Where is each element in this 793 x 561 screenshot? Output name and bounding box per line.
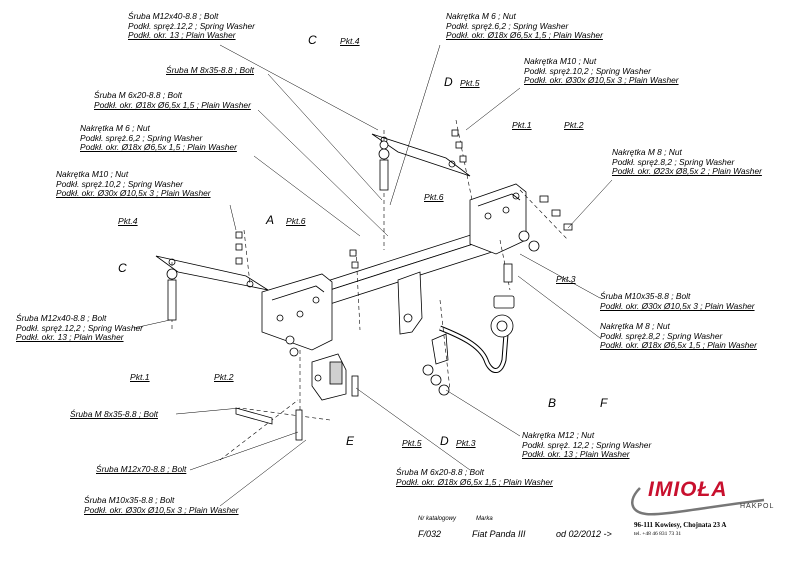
label-screw-m8x35-top: Śruba M 8x35-8.8 ; Bolt (166, 65, 254, 75)
label-screw-m12x70-bottom: Śruba M12x70-8.8 ; Bolt (96, 464, 187, 474)
point-6-right: Pkt.6 (424, 192, 444, 202)
point-4-left: Pkt.4 (118, 216, 138, 226)
letter-d-bottom: D (440, 434, 449, 448)
company-logo-mark (631, 487, 765, 516)
brand-label: Marka (476, 516, 493, 522)
company-sub: HAKPOL (740, 503, 775, 510)
fasteners (166, 129, 573, 441)
letter-d-top: D (444, 75, 453, 89)
letter-e: E (346, 434, 355, 448)
tow-ball (431, 295, 515, 373)
letter-a: A (266, 213, 275, 227)
electrical-socket-plate (311, 353, 347, 401)
point-5-bottom: Pkt.5 (402, 438, 422, 448)
point-1-top: Pkt.1 (512, 120, 532, 130)
company-address: 96-111 Kowiesy, Chojnata 23 A (634, 521, 727, 529)
right-side-bracket (371, 133, 527, 255)
letter-b: B (548, 396, 557, 410)
letter-c-top: C (308, 33, 317, 47)
letter-f: F (600, 396, 608, 410)
point-4-top: Pkt.4 (340, 36, 360, 46)
letter-c-left: C (118, 261, 127, 275)
point-3-bottom: Pkt.3 (456, 438, 476, 448)
point-2-top: Pkt.2 (564, 120, 584, 130)
point-5-top: Pkt.5 (460, 78, 480, 88)
company-name: IMIOŁA (648, 478, 728, 501)
car-model: Fiat Panda III (472, 529, 526, 539)
hitch-mount-plate (397, 271, 423, 335)
label-screw-m8x35-left: Śruba M 8x35-8.8 ; Bolt (70, 409, 158, 419)
company-phone: tel. +48 46 831 73 31 (634, 531, 682, 537)
left-side-bracket (155, 255, 333, 351)
point-2-left: Pkt.2 (214, 372, 234, 382)
leader-lines (133, 44, 613, 507)
point-3-right: Pkt.3 (556, 274, 576, 284)
catalog-number: F/032 (418, 529, 442, 539)
catalog-number-label: Nr katalogowy (418, 516, 457, 522)
production-date: od 02/2012 -> (556, 529, 612, 539)
point-6-mid: Pkt.6 (286, 216, 306, 226)
point-1-left: Pkt.1 (130, 372, 150, 382)
